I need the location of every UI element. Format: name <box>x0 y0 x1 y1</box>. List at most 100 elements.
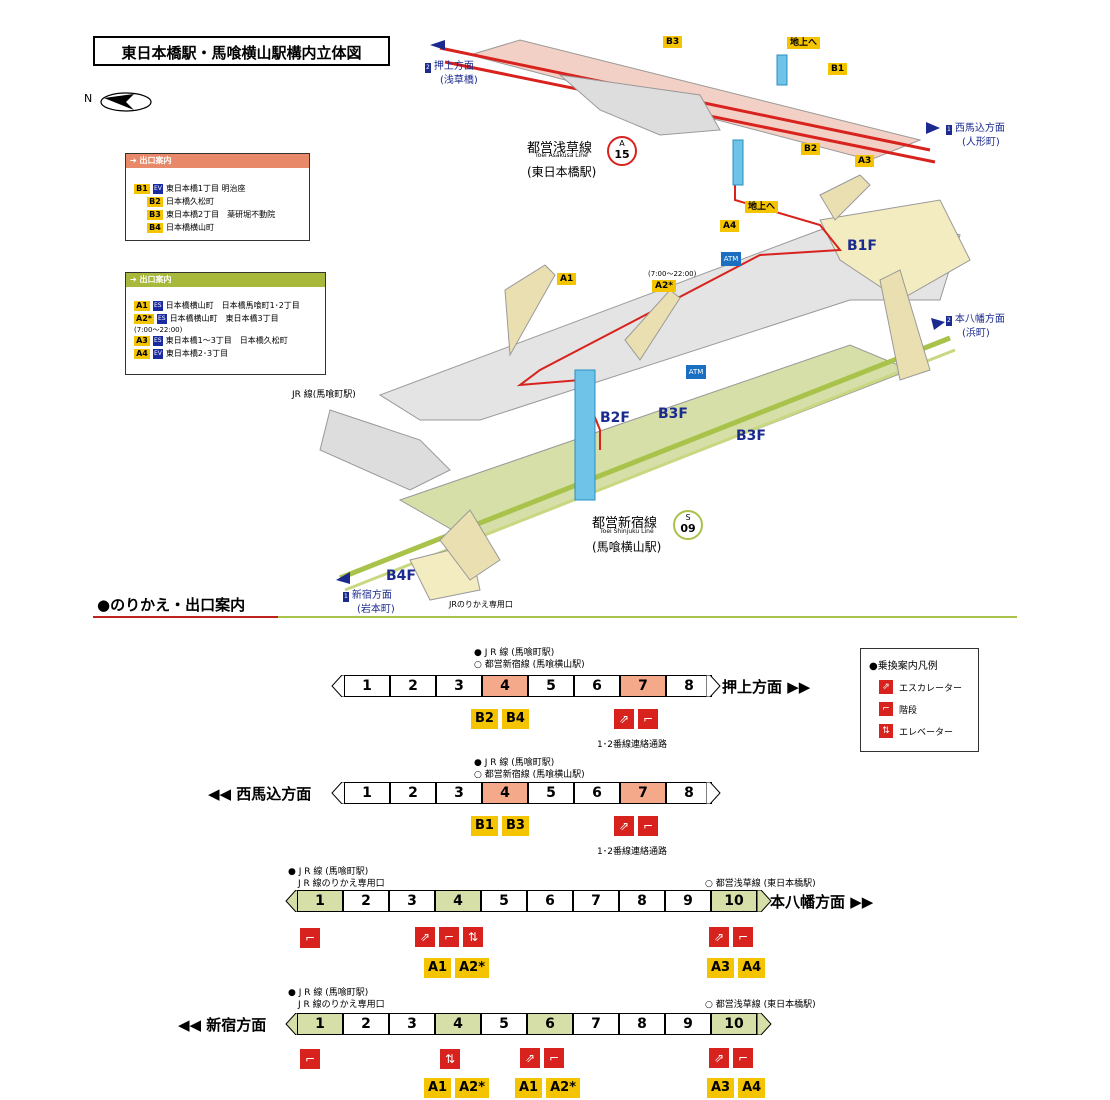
transfer-icons: ⇗⌐ <box>709 1048 753 1068</box>
row-note: ○ 都営浅草線 (東日本橋駅) <box>705 879 816 889</box>
legend-item: ⇅エレベーター <box>879 724 978 738</box>
exit-guide-header: 出口案内 <box>139 156 172 165</box>
train-cars: 1 2 3 4 5 6 7 8 <box>344 782 712 804</box>
car-transfer: 1 <box>297 890 343 912</box>
compass-icon <box>100 92 152 112</box>
car: 5 <box>528 782 574 804</box>
escalator-icon: ⇗ <box>709 927 729 947</box>
car-transfer: 4 <box>435 890 481 912</box>
row-note: ● J R 線 (馬喰町駅) <box>288 988 369 998</box>
floor-b2f: B2F <box>600 410 630 426</box>
stair-a3 <box>819 174 871 221</box>
atm-icon: ATM <box>686 365 706 379</box>
car: 9 <box>665 890 711 912</box>
arrow-nishimagome <box>926 122 940 134</box>
floor-b3f: B3F <box>658 406 688 422</box>
car: 3 <box>389 890 435 912</box>
station-3d-map <box>319 39 971 601</box>
train-cars: 1 2 3 4 5 6 7 8 <box>344 675 712 697</box>
arrow-shinjuku <box>336 572 350 584</box>
asakusa-station: (東日本橋駅) <box>527 165 597 179</box>
dir-motoyawata-sub: (浜町) <box>962 328 990 339</box>
atm-icon: ATM <box>721 252 741 266</box>
car-transfer: 4 <box>435 1013 481 1035</box>
stair-a2 <box>624 289 681 361</box>
stair-b3f <box>879 269 931 381</box>
elevator-shaft <box>574 369 596 501</box>
car: 8 <box>619 1013 665 1035</box>
stair-a1 <box>504 264 556 357</box>
exit-a1: A1 <box>557 273 577 285</box>
dir-oshiage-sub: (浅草橋) <box>440 75 478 86</box>
page-title: 東日本橋駅・馬喰横山駅構内立体図 <box>93 36 390 66</box>
arrow-oshiage <box>430 40 445 50</box>
row-note: ● J R 線 (馬喰町駅) <box>474 758 555 768</box>
car-transfer: 7 <box>620 782 666 804</box>
legend-title: ●乗換案内凡例 <box>869 661 938 672</box>
stairs-icon: ⌐ <box>544 1048 564 1068</box>
stairs-icon: ⌐ <box>879 702 893 716</box>
car: 1 <box>344 782 390 804</box>
shinjuku-line-en: Toei Shinjuku Line <box>600 528 654 535</box>
floor-b3f: B3F <box>736 428 766 444</box>
b1f-yellow-area <box>819 199 971 301</box>
transfer-section-title: ●のりかえ・出口案内 <box>97 596 246 614</box>
car: 3 <box>389 1013 435 1035</box>
row-note: ● J R 線 (馬喰町駅) <box>474 648 555 658</box>
stair-b4f <box>439 509 501 581</box>
arrow-motoyawata <box>931 318 945 330</box>
car: 1 <box>344 675 390 697</box>
row-note: J R 線のりかえ専用口 <box>298 879 385 889</box>
dir-shinjuku-sub: (岩本町) <box>357 604 395 615</box>
car: 5 <box>528 675 574 697</box>
transfer-icons: ⇅ <box>440 1048 460 1069</box>
shinjuku-station: (馬喰横山駅) <box>592 540 662 554</box>
shinjuku-line-name: 都営新宿線 <box>592 516 658 531</box>
exit-a2-hours: (7:00〜22:00) <box>648 270 697 278</box>
transfer-icons: ⇗⌐ <box>709 927 753 947</box>
transfer-icons: ⇗⌐ <box>520 1048 564 1068</box>
transfer-icons: ⌐ <box>300 927 320 948</box>
floor-b4f: B4F <box>386 568 416 584</box>
direction-label: 本八幡方面 ▶▶ <box>770 893 874 911</box>
car: 6 <box>574 675 620 697</box>
legend-item: ⌐階段 <box>879 702 978 716</box>
train-nose-icon <box>757 1013 772 1035</box>
row-note: 1･2番線連絡通路 <box>597 847 667 857</box>
car: 2 <box>343 1013 389 1035</box>
car-transfer: 10 <box>711 1013 757 1035</box>
escalator-icon: ⇗ <box>415 927 435 947</box>
row-note: ● J R 線 (馬喰町駅) <box>288 867 369 877</box>
compass-label: N <box>84 92 93 105</box>
transfer-icons: ⇗⌐ <box>614 709 658 729</box>
legend-item: ⇗エスカレーター <box>879 680 978 694</box>
jr-connector <box>319 409 451 491</box>
car: 2 <box>390 782 436 804</box>
car-transfer: 1 <box>297 1013 343 1035</box>
exit-b1: B1 <box>828 63 848 75</box>
train-nose-icon <box>706 782 721 804</box>
stairs-icon: ⌐ <box>638 816 658 836</box>
asakusa-line-name: 都営浅草線 <box>527 141 593 156</box>
row-note: ○ 都営浅草線 (東日本橋駅) <box>705 1000 816 1010</box>
train-nose-icon <box>706 675 721 697</box>
car: 6 <box>527 890 573 912</box>
car-transfer: 7 <box>620 675 666 697</box>
exit-b2: B2 <box>801 143 821 155</box>
asakusa-line-en: Toei Asakusa Line <box>535 152 588 159</box>
car: 2 <box>343 890 389 912</box>
stairs-icon: ⌐ <box>733 1048 753 1068</box>
row-note: 1･2番線連絡通路 <box>597 740 667 750</box>
transfer-icons: ⇗⌐ <box>614 816 658 836</box>
